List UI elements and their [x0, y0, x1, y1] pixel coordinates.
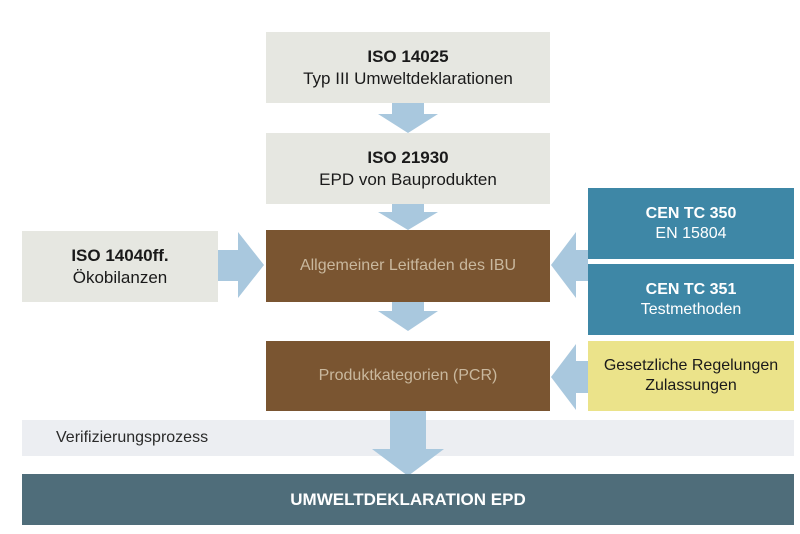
arrow-down-4 [372, 411, 444, 476]
leitfaden-label: Allgemeiner Leitfaden des IBU [299, 257, 517, 274]
cen351-title: CEN TC 351 [645, 280, 737, 298]
arrow-down-2 [378, 204, 438, 230]
verification-label: Verifizierungsprozess [56, 429, 209, 446]
iso14040-title: ISO 14040ff. [71, 246, 169, 266]
gesetz-line1: Gesetzliche Regelungen [603, 357, 779, 374]
iso21930-box: ISO 21930 EPD von Bauprodukten [266, 133, 550, 204]
cen350-subtitle: EN 15804 [655, 224, 727, 242]
result-label: UMWELTDEKLARATION EPD [290, 489, 526, 509]
pcr-label: Produktkategorien (PCR) [318, 367, 498, 384]
iso14025-box: ISO 14025 Typ III Umweltdeklarationen [266, 32, 550, 103]
pcr-box: Produktkategorien (PCR) [266, 341, 550, 411]
cen350-title: CEN TC 350 [645, 204, 737, 222]
arrow-left-gesetz [551, 344, 588, 410]
iso14025-subtitle: Typ III Umweltdeklarationen [303, 68, 513, 88]
cen351-subtitle: Testmethoden [640, 300, 742, 318]
cen351-box: CEN TC 351 Testmethoden [588, 264, 794, 335]
result-bar: UMWELTDEKLARATION EPD [22, 474, 794, 525]
iso14040-box: ISO 14040ff. Ökobilanzen [22, 231, 218, 302]
arrow-down-3 [378, 302, 438, 331]
gesetz-box: Gesetzliche Regelungen Zulassungen [588, 341, 794, 411]
cen350-box: CEN TC 350 EN 15804 [588, 188, 794, 259]
iso14040-subtitle: Ökobilanzen [72, 267, 168, 287]
leitfaden-box: Allgemeiner Leitfaden des IBU [266, 230, 550, 302]
iso21930-title: ISO 21930 [367, 148, 449, 168]
iso21930-subtitle: EPD von Bauprodukten [319, 169, 497, 189]
arrow-left-cen [551, 232, 588, 298]
arrow-down-1 [378, 103, 438, 133]
gesetz-line2: Zulassungen [645, 377, 737, 394]
arrow-right-iso14040 [218, 232, 264, 298]
iso14025-title: ISO 14025 [367, 47, 449, 67]
